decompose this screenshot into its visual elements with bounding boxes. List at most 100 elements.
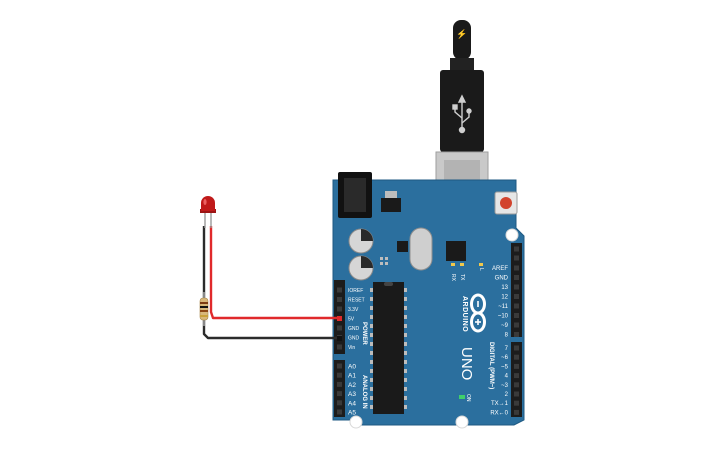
header-pin[interactable] <box>337 363 342 369</box>
wire-endpoint-gnd[interactable] <box>337 336 342 341</box>
power-section-label: POWER <box>361 322 367 345</box>
power-pin-label: 3.3V <box>348 307 359 313</box>
header-pin[interactable] <box>337 306 342 312</box>
header-pin[interactable] <box>514 345 519 351</box>
mounting-hole <box>455 415 469 429</box>
wire-gnd[interactable] <box>202 226 340 340</box>
header-pin[interactable] <box>337 372 342 378</box>
analog-pin-label: A5 <box>348 410 356 417</box>
analog-pin-label: A3 <box>348 391 356 398</box>
digital-pin-label: 12 <box>501 295 508 301</box>
rx-led-label: RX <box>450 274 456 282</box>
header-pin[interactable] <box>514 332 519 337</box>
usb-interface-chip <box>446 241 466 261</box>
on-led <box>459 395 465 399</box>
resistor-band <box>200 306 208 308</box>
arduino-logo-icon <box>470 293 486 333</box>
digital-pin-label: 7 <box>505 346 509 352</box>
header-pin[interactable] <box>514 294 519 299</box>
header-pin[interactable] <box>514 265 519 271</box>
digital-pin-label: 13 <box>501 285 508 291</box>
header-pin[interactable] <box>514 391 519 397</box>
header-pin[interactable] <box>514 255 519 261</box>
smd-resistors <box>380 257 388 265</box>
led-component[interactable] <box>200 196 216 228</box>
analog-header-pins[interactable] <box>337 363 342 415</box>
chip-pins-left <box>370 288 373 409</box>
header-pin[interactable] <box>514 313 519 318</box>
digital-pin-label: ~11 <box>498 304 508 310</box>
rx-led <box>451 263 455 266</box>
header-pin[interactable] <box>514 400 519 406</box>
digital-pin-label: ~10 <box>498 314 509 320</box>
resistor-band <box>200 310 208 312</box>
digital-pin-label: 8 <box>505 333 509 339</box>
header-pin[interactable] <box>514 284 519 290</box>
header-pin[interactable] <box>514 382 519 388</box>
l-led <box>479 263 483 266</box>
crystal-oscillator <box>409 227 433 271</box>
header-pin[interactable] <box>337 400 342 406</box>
analog-pin-label: A1 <box>348 373 356 380</box>
model-label: UNO <box>458 347 475 380</box>
reset-button-cap[interactable] <box>500 197 512 209</box>
capacitor-mark <box>361 256 373 268</box>
wire-endpoint-5v[interactable] <box>337 316 342 321</box>
power-pin-label: RESET <box>348 298 365 304</box>
power-pin-label: IOREF <box>348 288 363 294</box>
digital-header-pins[interactable] <box>514 246 519 415</box>
header-pin[interactable] <box>337 297 342 302</box>
header-pin[interactable] <box>514 322 519 328</box>
digital-pin-label: ~9 <box>501 323 509 329</box>
usb-icon <box>452 94 472 134</box>
l-led-label: L <box>478 268 484 271</box>
digital-pin-label: ~3 <box>501 383 509 389</box>
smd-chip <box>397 241 408 252</box>
power-pin-label: GND <box>348 326 360 332</box>
header-pin[interactable] <box>337 391 342 397</box>
voltage-regulator <box>381 198 401 212</box>
header-pin[interactable] <box>337 409 342 415</box>
mounting-hole <box>505 228 519 242</box>
resistor-component[interactable] <box>199 292 209 326</box>
header-pin[interactable] <box>514 354 519 360</box>
analog-header <box>334 360 345 417</box>
usb-cable-strain-relief <box>453 20 471 60</box>
header-pin[interactable] <box>514 409 519 415</box>
brand-label: ARDUINO <box>461 296 468 332</box>
capacitor-mark <box>361 229 373 241</box>
header-pin[interactable] <box>337 381 342 387</box>
resistor-band <box>200 302 208 304</box>
header-pin[interactable] <box>514 373 519 379</box>
atmega-microcontroller <box>373 282 404 414</box>
digital-pin-label: RX←0 <box>490 410 508 416</box>
atmega-notch <box>384 282 393 286</box>
arduino-uno-board[interactable]: RX TX L ARDUINO UNO ON IOREF RESET 3.3V 5V G… <box>332 172 525 429</box>
wire-5v[interactable] <box>209 226 340 320</box>
header-pin[interactable] <box>514 246 519 252</box>
header-pin[interactable] <box>514 363 519 369</box>
header-pin[interactable] <box>514 303 519 309</box>
analog-pin-label: A0 <box>348 364 356 371</box>
led-highlight <box>203 199 207 205</box>
header-pin[interactable] <box>514 275 519 280</box>
power-pin-label: 5V <box>348 317 355 323</box>
on-led-label: ON <box>465 394 471 402</box>
mounting-hole <box>349 415 363 429</box>
chip-pins-right <box>404 288 407 409</box>
analog-section-label: ANALOG IN <box>361 375 367 409</box>
digital-pin-label: 2 <box>505 392 509 398</box>
tx-led-label: TX <box>459 274 465 281</box>
digital-header-top <box>511 243 522 337</box>
power-pin-label: Vin <box>348 345 355 351</box>
header-pin[interactable] <box>337 344 342 350</box>
dc-power-jack-inner <box>344 178 366 212</box>
digital-pin-label: TX→1 <box>491 401 509 407</box>
digital-pin-label: 4 <box>505 374 509 380</box>
header-pin[interactable] <box>337 325 342 331</box>
header-pin[interactable] <box>337 287 342 293</box>
